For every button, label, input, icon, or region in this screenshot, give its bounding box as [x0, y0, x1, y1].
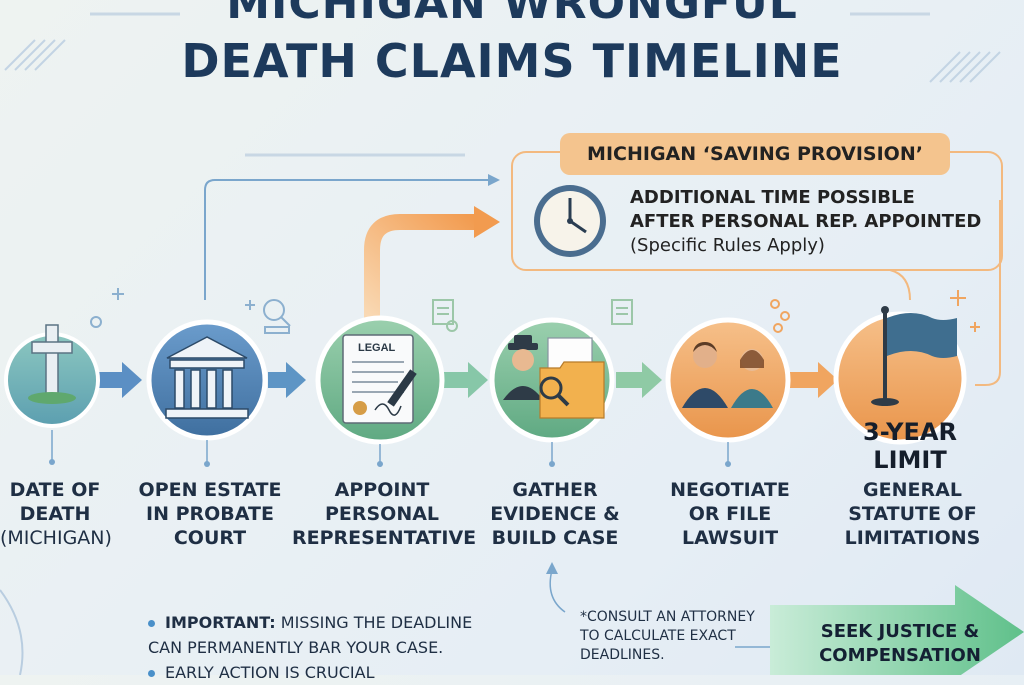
- sparkle-decorations: [90, 288, 291, 334]
- important-text-2: CAN PERMANENTLY BAR YOUR CASE.: [148, 638, 444, 657]
- connector-line: [204, 179, 490, 300]
- seek-line-2: COMPENSATION: [819, 645, 981, 666]
- step-6-circle: [833, 306, 967, 445]
- step-3-line-3: REPRESENTATIVE: [292, 527, 477, 549]
- step-5-circle: [665, 317, 791, 443]
- saving-provision-line-2: AFTER PERSONAL REP. APPOINTED: [630, 211, 982, 232]
- seek-justice-arrow: [770, 585, 1024, 675]
- step-4-line-3: BUILD CASE: [491, 527, 619, 549]
- consult-line-2: TO CALCULATE EXACT: [580, 628, 736, 644]
- bullet-icon: [148, 620, 155, 627]
- title-line-2: DEATH CLAIMS TIMELINE: [181, 34, 843, 88]
- caption-drop-dots: [49, 459, 731, 467]
- title-line-1: MICHIGAN WRONGFUL: [226, 0, 798, 29]
- step-2-line-3: COURT: [173, 527, 247, 549]
- step-1-caption: DATE OF DEATH (MICHIGAN): [0, 478, 112, 550]
- step-2-line-1: OPEN ESTATE: [138, 479, 282, 501]
- saving-box-link: [889, 269, 911, 301]
- hatch-decoration-left: [4, 39, 66, 71]
- step-5-caption: NEGOTIATE OR FILE LAWSUIT: [655, 478, 805, 550]
- limit-line-2: LIMIT: [873, 446, 947, 474]
- saving-provision-line-1: ADDITIONAL TIME POSSIBLE: [630, 187, 915, 208]
- consult-line-3: DEADLINES.: [580, 647, 665, 663]
- cross-icon: [28, 324, 76, 404]
- saving-arrowhead: [474, 206, 500, 238]
- step-6-line-2: STATUTE OF: [848, 503, 977, 525]
- early-text: EARLY ACTION IS CRUCIAL: [165, 663, 375, 682]
- step-1-circle: [4, 324, 100, 428]
- limit-line-1: 3-YEAR: [863, 418, 957, 446]
- saving-provision-title: MICHIGAN ‘SAVING PROVISION’: [560, 133, 950, 175]
- step-1-line-1: DATE OF: [9, 479, 101, 501]
- step-3-circle: [315, 315, 445, 445]
- step-arrows: [95, 362, 838, 398]
- flag-icon: [871, 306, 957, 406]
- step-6-line-1: GENERAL: [863, 479, 962, 501]
- three-year-limit: 3-YEAR LIMIT: [840, 418, 980, 474]
- consult-line-1: *CONSULT AN ATTORNEY: [580, 609, 755, 625]
- link-decorations: [770, 290, 980, 333]
- important-notes: IMPORTANT: MISSING THE DEADLINE CAN PERM…: [148, 610, 472, 685]
- step-5-line-2: OR FILE: [688, 503, 772, 525]
- step-5-line-1: NEGOTIATE: [670, 479, 790, 501]
- important-label: IMPORTANT:: [165, 613, 276, 632]
- important-note-cont: CAN PERMANENTLY BAR YOUR CASE.: [148, 635, 472, 660]
- early-note: EARLY ACTION IS CRUCIAL: [148, 660, 472, 685]
- step-3-line-1: APPOINT: [334, 479, 430, 501]
- step-2-line-2: IN PROBATE: [146, 503, 274, 525]
- legal-doc-label: LEGAL: [358, 342, 396, 354]
- step-4-line-2: EVIDENCE &: [490, 503, 620, 525]
- saving-arrow: [364, 214, 478, 320]
- saving-box-connector: [975, 200, 1001, 386]
- clock-icon: [534, 185, 606, 257]
- step-3-line-2: PERSONAL: [324, 503, 440, 525]
- step-5-line-3: LAWSUIT: [681, 527, 779, 549]
- corner-arc-decoration: [0, 589, 24, 675]
- saving-provision-line-3: (Specific Rules Apply): [630, 235, 825, 256]
- connector-arrowhead: [488, 174, 500, 186]
- step-3-caption: APPOINT PERSONAL REPRESENTATIVE: [292, 478, 477, 550]
- step-1-line-2: DEATH: [19, 503, 91, 525]
- step-6-line-3: LIMITATIONS: [844, 527, 981, 549]
- step-2-caption: OPEN ESTATE IN PROBATE COURT: [130, 478, 290, 550]
- step-4-line-1: GATHER: [512, 479, 598, 501]
- step-4-caption: GATHER EVIDENCE & BUILD CASE: [480, 478, 630, 550]
- detective-folder-icon: [503, 335, 605, 419]
- bullet-icon: [148, 670, 155, 677]
- consult-arrow-curve: [549, 569, 566, 613]
- attorneys-icon: [682, 342, 773, 408]
- important-note: IMPORTANT: MISSING THE DEADLINE: [148, 610, 472, 635]
- legal-document-icon: [342, 334, 417, 424]
- hatch-decoration-right: [929, 51, 1001, 83]
- step-6-caption: GENERAL STATUTE OF LIMITATIONS: [830, 478, 995, 550]
- courthouse-icon: [165, 336, 249, 419]
- step-4-circle: [489, 317, 615, 443]
- seek-line-1: SEEK JUSTICE &: [820, 621, 980, 642]
- document-decorations: [432, 299, 633, 332]
- seek-justice-text: SEEK JUSTICE & COMPENSATION: [800, 620, 1000, 668]
- step-2-circle: [146, 319, 268, 441]
- step-1-sub: (MICHIGAN): [0, 527, 112, 549]
- important-text: MISSING THE DEADLINE: [275, 613, 473, 632]
- consult-note: *CONSULT AN ATTORNEY TO CALCULATE EXACT …: [580, 608, 755, 665]
- caption-drop-lines: [51, 430, 729, 462]
- saving-provision-text: ADDITIONAL TIME POSSIBLE AFTER PERSONAL …: [630, 186, 981, 258]
- consult-arrowhead-up: [546, 562, 558, 574]
